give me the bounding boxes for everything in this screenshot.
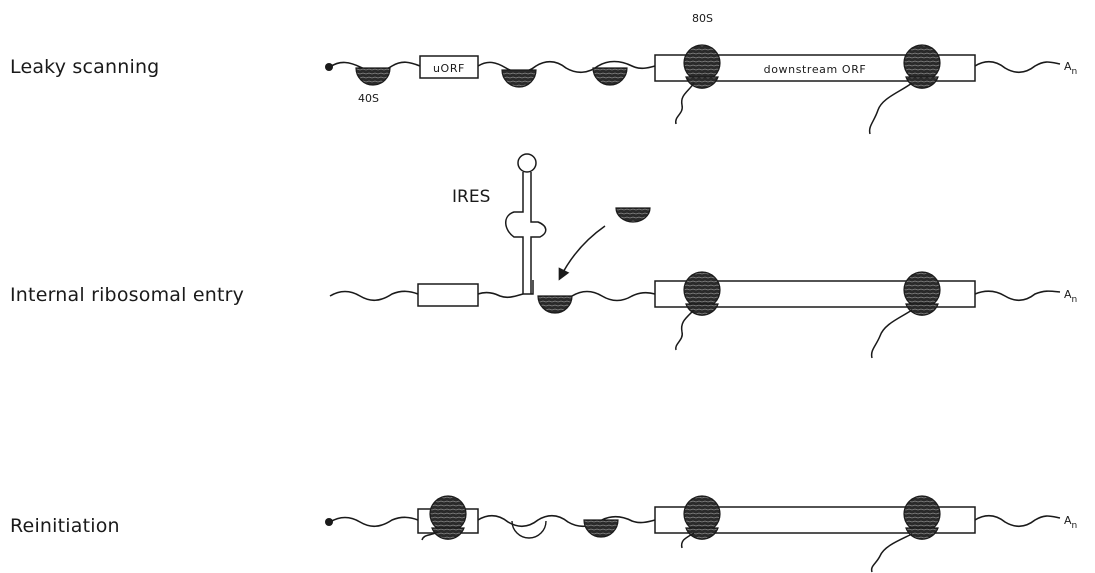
subunit-40s bbox=[584, 520, 618, 537]
uorf-label: uORF bbox=[433, 62, 465, 75]
poly-a-tail: An bbox=[1064, 514, 1077, 531]
ires-label: IRES bbox=[452, 187, 490, 207]
label-40s: 40S bbox=[358, 92, 379, 105]
subunit-40s bbox=[356, 68, 390, 85]
subunit-40s bbox=[502, 70, 536, 87]
free-subunit-40s bbox=[616, 208, 650, 222]
entry-arrow bbox=[560, 226, 605, 278]
ribosome-80s bbox=[682, 496, 720, 548]
poly-a-tail: An bbox=[1064, 60, 1077, 77]
empty-subunit-40s bbox=[512, 521, 546, 538]
ires-stem-loop bbox=[506, 154, 546, 294]
downstream-orf-label: downstream ORF bbox=[764, 63, 867, 76]
label-80s: 80S bbox=[692, 12, 713, 25]
mrna-cap bbox=[325, 518, 333, 526]
mrna-cap bbox=[325, 63, 333, 71]
upstream-orf-box bbox=[418, 284, 478, 306]
poly-a-tail: An bbox=[1064, 288, 1077, 305]
bound-subunit-40s bbox=[538, 296, 572, 313]
subunit-40s bbox=[593, 68, 627, 85]
